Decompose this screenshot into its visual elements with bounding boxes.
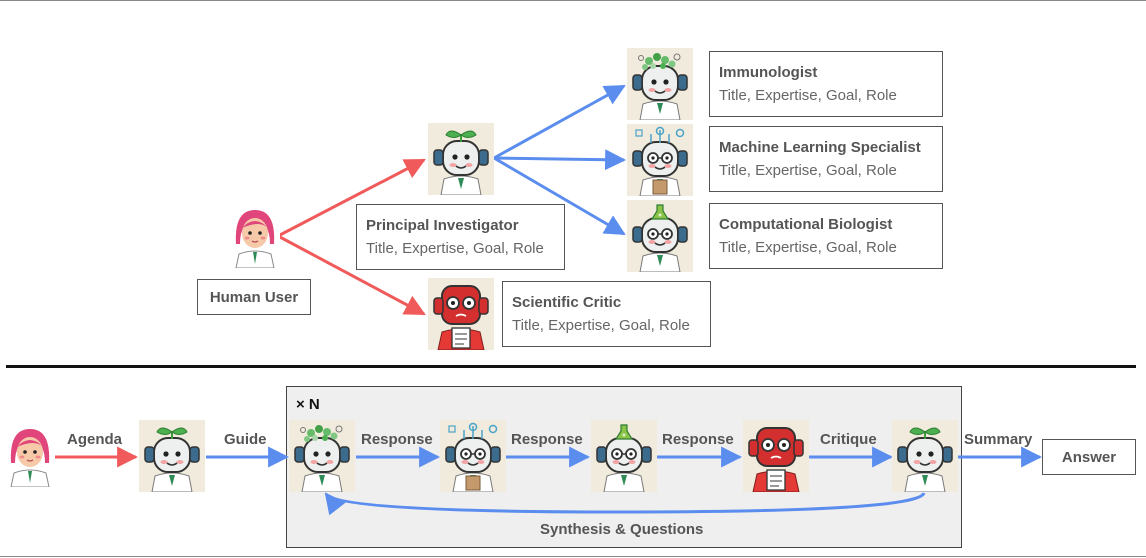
immunologist-icon xyxy=(289,420,355,492)
principal-investigator-box: Principal Investigator Title, Expertise,… xyxy=(356,204,565,270)
ml-specialist-title: Machine Learning Specialist xyxy=(719,139,921,156)
principal-investigator-icon xyxy=(139,420,205,492)
agenda-label: Agenda xyxy=(67,431,123,448)
arrow-pi-to-compbio xyxy=(493,156,626,236)
guide-label: Guide xyxy=(224,431,267,448)
ml-specialist-icon xyxy=(440,420,506,492)
computational-biologist-icon xyxy=(591,420,657,492)
repeat-label: × N xyxy=(296,396,320,413)
pi-fields: Title, Expertise, Goal, Role xyxy=(366,240,544,257)
scientific-critic-box: Scientific Critic Title, Expertise, Goal… xyxy=(502,281,711,347)
immunologist-icon xyxy=(627,48,693,120)
comp-bio-title: Computational Biologist xyxy=(719,216,893,233)
immunologist-title: Immunologist xyxy=(719,64,818,81)
pi-title: Principal Investigator xyxy=(366,217,519,234)
response-label-1: Response xyxy=(361,431,433,448)
arrow-pi-to-immunologist xyxy=(493,84,626,160)
human-user-label: Human User xyxy=(209,288,299,306)
critic-fields: Title, Expertise, Goal, Role xyxy=(512,317,690,334)
principal-investigator-icon xyxy=(428,123,494,195)
ml-specialist-icon xyxy=(627,124,693,196)
ml-specialist-fields: Title, Expertise, Goal, Role xyxy=(719,162,897,179)
arrow-pi-to-ml xyxy=(493,149,627,171)
ml-specialist-box: Machine Learning Specialist Title, Exper… xyxy=(709,126,943,192)
human-user-box: Human User xyxy=(197,279,311,315)
top-border xyxy=(0,0,1146,1)
synthesis-label: Synthesis & Questions xyxy=(540,521,704,538)
scientific-critic-icon xyxy=(743,420,809,492)
answer-box: Answer xyxy=(1042,439,1136,475)
summary-label: Summary xyxy=(964,431,1033,448)
bottom-border xyxy=(0,556,1146,557)
immunologist-fields: Title, Expertise, Goal, Role xyxy=(719,87,897,104)
response-label-2: Response xyxy=(511,431,583,448)
immunologist-box: Immunologist Title, Expertise, Goal, Rol… xyxy=(709,51,943,117)
response-label-3: Response xyxy=(662,431,734,448)
arrow-user-to-pi xyxy=(277,158,426,238)
principal-investigator-icon xyxy=(892,420,958,492)
critique-label: Critique xyxy=(820,431,877,448)
human-user-icon xyxy=(230,204,280,268)
arrow-user-to-critic xyxy=(277,234,426,316)
scientific-critic-icon xyxy=(428,278,494,350)
critic-title: Scientific Critic xyxy=(512,294,622,311)
comp-bio-fields: Title, Expertise, Goal, Role xyxy=(719,239,897,256)
computational-biologist-icon xyxy=(627,200,693,272)
arrow-synthesis-loop xyxy=(324,492,926,516)
answer-label: Answer xyxy=(1061,448,1117,466)
section-divider xyxy=(6,365,1136,368)
comp-bio-box: Computational Biologist Title, Expertise… xyxy=(709,203,943,269)
human-user-icon xyxy=(5,423,55,487)
